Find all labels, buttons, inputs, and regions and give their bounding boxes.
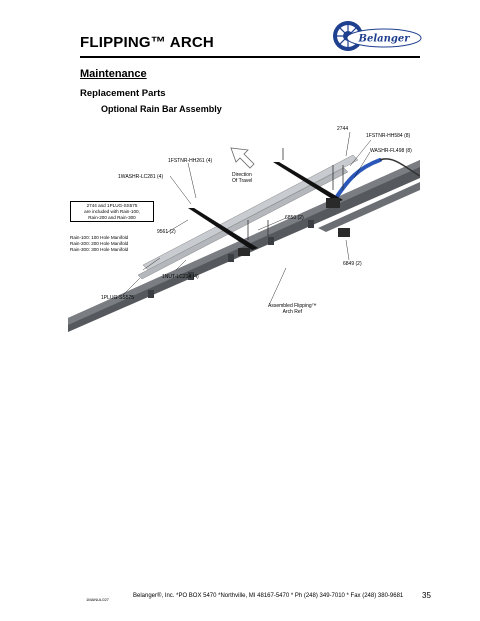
callout-nut-lc214: 1NUT-LC214 (4): [162, 274, 199, 280]
callout-washr-fl498: WASHR-FL498 (8): [370, 148, 412, 154]
callout-direction: Direction Of Travel: [232, 172, 252, 184]
rain-bar-manifold-2: [137, 167, 349, 280]
footer-doc-code: 1MANUL027: [86, 597, 109, 602]
callout-washr-lc281: 1WASHR-LC281 (4): [118, 174, 164, 180]
rain-bar-assembly-diagram: [68, 131, 420, 332]
clamp-left: [238, 248, 250, 256]
bracket-9561-left: [188, 208, 258, 250]
assembled-line-2: Arch Ref: [282, 309, 303, 315]
clamp-6850: [326, 198, 340, 208]
document-title: FLIPPING™ ARCH: [80, 34, 214, 51]
callout-fstnr-hh261: 1FSTNR-HH261 (4): [168, 158, 213, 164]
footer-address: Belanger®, Inc. *PO BOX 5470 *Northville…: [133, 593, 404, 599]
direction-line-1: Direction: [232, 172, 252, 178]
included-parts-note: 2744 and 1PLUG-SS575 are included with R…: [70, 201, 154, 223]
rain-model-item: Rain-200: 200 Hole Manifold: [70, 241, 129, 246]
callout-assembled-arch: Assembled Flipping™ Arch Ref: [268, 303, 317, 315]
title-rule: [80, 56, 420, 58]
direction-arrow-icon: [230, 147, 255, 169]
page-number: 35: [422, 591, 431, 600]
callout-9561: 9561 (2): [157, 229, 176, 235]
callout-fstnr-hh584: 1FSTNR-HH584 (8): [366, 133, 411, 139]
callout-2744: 2744: [337, 126, 349, 132]
subsection-heading: Replacement Parts: [80, 88, 166, 99]
rain-bar-manifold: [142, 154, 359, 271]
rain-model-item: Rain-300: 300 Hole Manifold: [70, 247, 129, 252]
belanger-logo: Belanger: [333, 21, 422, 51]
logo-wordmark: Belanger: [358, 34, 411, 45]
bracket-9561-right: [273, 162, 343, 202]
note-line: 2744 and 1PLUG-SS575: [86, 203, 138, 208]
rain-model-item: Rain-100: 100 Hole Manifold: [70, 235, 129, 240]
note-line: Rain-200 and Rain-300: [88, 214, 136, 220]
callout-plug-ss575: 1PLUG-SS575: [101, 295, 135, 301]
callout-6850: 6850 (2): [285, 215, 304, 221]
callout-6849: 6849 (2): [343, 261, 362, 267]
direction-line-2: Of Travel: [232, 178, 253, 184]
section-heading: Maintenance: [80, 68, 147, 80]
figure-title: Optional Rain Bar Assembly: [101, 104, 222, 114]
clamp-6849: [338, 228, 350, 237]
blue-hose: [334, 158, 382, 200]
note-line: are included with Rain-100,: [84, 208, 140, 214]
arch-upper-beam: [318, 182, 420, 232]
rain-model-list: Rain-100: 100 Hole Manifold Rain-200: 20…: [70, 235, 128, 253]
assembled-line-1: Assembled Flipping™: [268, 303, 317, 309]
